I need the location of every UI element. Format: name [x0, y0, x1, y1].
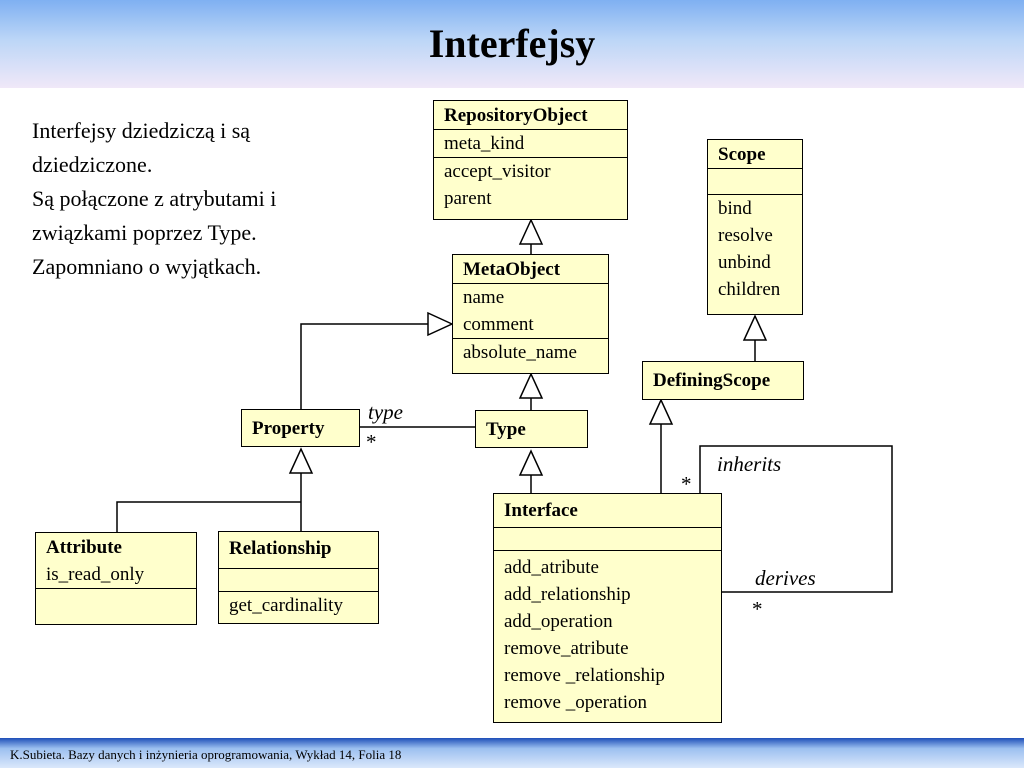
operation: get_cardinality [229, 595, 343, 616]
attributes-compartment [494, 528, 721, 551]
class-name: MetaObject [453, 255, 608, 284]
title-banner [0, 0, 1024, 88]
intro-line: Są połączone z atrybutami i [32, 186, 277, 211]
operation: remove _relationship [504, 665, 665, 686]
class-name: Attribute [46, 537, 122, 558]
operation: bind [718, 198, 752, 219]
class-name: DefiningScope [653, 370, 771, 391]
intro-line: dziedziczone. [32, 152, 153, 177]
attribute: name [463, 287, 505, 308]
attributes-compartment [708, 169, 802, 195]
footer-bar [0, 738, 1024, 768]
operations-compartment: bind resolve unbind children [708, 195, 802, 303]
operation: resolve [718, 225, 773, 246]
class-name: Type [486, 419, 526, 440]
class-scope: Scope bind resolve unbind children [707, 139, 803, 315]
multiplicity-label: * [681, 472, 692, 496]
class-attribute: Attribute is_read_only [35, 532, 197, 625]
operation: add_operation [504, 611, 613, 632]
class-meta-object: MetaObject name comment absolute_name [452, 254, 609, 374]
attributes-compartment [219, 569, 378, 592]
attribute: meta_kind [444, 133, 525, 154]
intro-line: Zapomniano o wyjątkach. [32, 254, 262, 279]
multiplicity-label: * [366, 430, 377, 454]
class-repository-object: RepositoryObject meta_kind accept_visito… [433, 100, 628, 220]
operation: accept_visitor [444, 161, 551, 182]
operation: absolute_name [463, 342, 577, 363]
operation: unbind [718, 252, 771, 273]
class-interface: Interface add_atribute add_relationship … [493, 493, 722, 723]
intro-line: związkami poprzez Type. [32, 220, 257, 245]
class-name: Interface [494, 494, 721, 528]
operation: parent [444, 188, 492, 209]
class-name: Property [252, 418, 325, 439]
class-name: Relationship [219, 532, 378, 569]
class-name: RepositoryObject [434, 101, 627, 130]
class-type: Type [475, 410, 588, 448]
attribute: is_read_only [46, 564, 145, 585]
footer-text: K.Subieta. Bazy danych i inżynieria opro… [10, 747, 402, 762]
operation: remove _operation [504, 692, 647, 713]
class-defining-scope: DefiningScope [642, 361, 804, 400]
operations-compartment: add_atribute add_relationship add_operat… [494, 551, 721, 716]
operation: add_relationship [504, 584, 631, 605]
attributes-compartment: is_read_only [36, 561, 196, 589]
intro-line: Interfejsy dziedziczą i są [32, 118, 251, 143]
operation: add_atribute [504, 557, 599, 578]
attributes-compartment: meta_kind [434, 130, 627, 158]
operations-compartment: accept_visitor parent [434, 158, 627, 212]
operation: children [718, 279, 781, 300]
association-role-label: inherits [717, 452, 782, 476]
operations-compartment: get_cardinality [219, 592, 378, 619]
intro-text: Interfejsy dziedziczą i są dziedziczone.… [32, 114, 392, 284]
association-role-label: type [368, 400, 403, 424]
association-role-label: derives [755, 566, 816, 590]
operations-compartment [36, 589, 196, 613]
class-name: Scope [708, 140, 802, 169]
attributes-compartment: name comment [453, 284, 608, 339]
operations-compartment: absolute_name [453, 339, 608, 366]
slide-title: Interfejsy [428, 21, 596, 66]
multiplicity-label: * [752, 597, 763, 621]
class-relationship: Relationship get_cardinality [218, 531, 379, 624]
class-property: Property [241, 409, 360, 447]
operation: remove_atribute [504, 638, 629, 659]
attribute: comment [463, 314, 534, 335]
